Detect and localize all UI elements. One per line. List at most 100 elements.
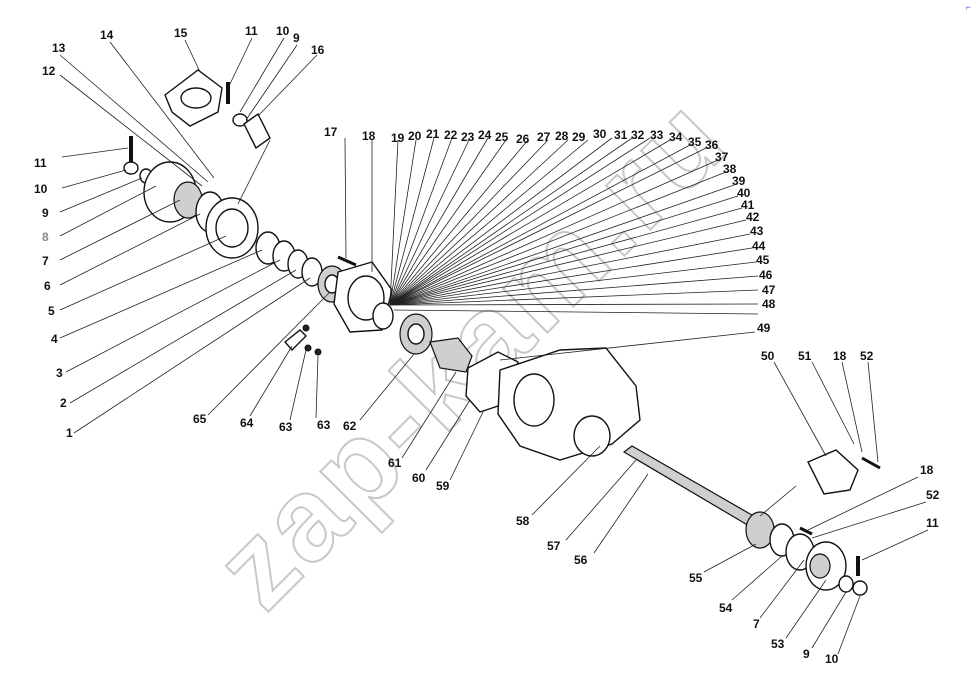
label-33: 33	[650, 128, 664, 142]
right-small-bolt	[799, 526, 813, 536]
label-16: 16	[311, 43, 325, 57]
label-10-left: 10	[34, 182, 48, 196]
label-63-left: 63	[279, 420, 293, 434]
label-59: 59	[436, 479, 450, 493]
label-36: 36	[705, 138, 719, 152]
label-61: 61	[388, 456, 402, 470]
label-48: 48	[762, 297, 776, 311]
label-45: 45	[756, 253, 770, 267]
label-49: 49	[757, 321, 771, 335]
housing-bolt-part	[337, 255, 357, 267]
right-flange-hub	[809, 553, 831, 579]
label-43: 43	[750, 224, 764, 238]
corner-mark: ⌐	[965, 2, 971, 12]
label-11-left: 11	[34, 156, 47, 170]
pinion-bearing-bore	[407, 323, 425, 345]
label-13: 13	[52, 41, 66, 55]
label-22: 22	[444, 128, 458, 142]
right-washer-part	[838, 575, 854, 593]
label-63-right: 63	[317, 418, 331, 432]
housing-output-seal	[573, 415, 611, 457]
label-9-right: 9	[803, 647, 810, 661]
label-3: 3	[56, 366, 63, 380]
label-12: 12	[42, 64, 56, 78]
label-50: 50	[761, 349, 775, 363]
label-52-right-top: 52	[860, 349, 874, 363]
label-34: 34	[669, 130, 683, 144]
fitting-part	[283, 329, 307, 352]
label-10-right: 10	[825, 652, 839, 666]
label-18-right-top: 18	[833, 349, 847, 363]
top-cover-hole	[180, 87, 212, 109]
label-44: 44	[752, 239, 766, 253]
label-10-top: 10	[276, 24, 290, 38]
label-18-top: 18	[362, 129, 376, 143]
left-nut-part	[123, 161, 139, 175]
label-51: 51	[798, 349, 812, 363]
label-65: 65	[193, 412, 207, 426]
label-37: 37	[715, 150, 729, 164]
label-19: 19	[391, 131, 405, 145]
label-5: 5	[48, 304, 55, 318]
label-52-right: 52	[926, 488, 940, 502]
label-8: 8	[42, 230, 49, 244]
small-nut-part-2	[304, 344, 312, 352]
bearing-cap-bore	[215, 208, 249, 248]
label-57: 57	[547, 539, 561, 553]
label-24: 24	[478, 128, 492, 142]
label-38: 38	[723, 162, 737, 176]
label-64: 64	[240, 416, 254, 430]
label-17: 17	[324, 125, 338, 139]
pinion-gear-part	[429, 337, 473, 373]
label-62: 62	[343, 419, 357, 433]
small-nut-part	[302, 324, 310, 332]
label-7-left: 7	[42, 254, 49, 268]
label-6: 6	[44, 279, 51, 293]
label-54: 54	[719, 601, 733, 615]
label-56: 56	[574, 553, 588, 567]
label-1: 1	[66, 426, 73, 440]
label-32: 32	[631, 128, 645, 142]
shaft-part	[622, 445, 765, 531]
label-47: 47	[762, 283, 776, 297]
right-cover-part	[807, 449, 859, 495]
label-29: 29	[572, 130, 586, 144]
label-9-left: 9	[42, 206, 49, 220]
label-15: 15	[174, 26, 188, 40]
label-11-top: 11	[245, 24, 258, 38]
label-2: 2	[60, 396, 67, 410]
label-40: 40	[737, 186, 751, 200]
label-9-top: 9	[293, 31, 300, 45]
label-42: 42	[746, 210, 760, 224]
housing-seal-ring	[372, 302, 394, 330]
label-55: 55	[689, 571, 703, 585]
label-60: 60	[412, 471, 426, 485]
label-18-right: 18	[920, 463, 934, 477]
label-25: 25	[495, 130, 509, 144]
part-number-labels: 1 2 3 4 5 6 7 8 9 10 11 12 13 14 15 11 1…	[34, 24, 940, 666]
label-28: 28	[555, 129, 569, 143]
housing-cavity	[513, 373, 555, 427]
top-sleeve-part	[243, 112, 271, 150]
label-7-right: 7	[753, 617, 760, 631]
leader-lines	[59, 37, 929, 655]
label-27: 27	[537, 130, 551, 144]
right-cover-bolt	[861, 456, 881, 470]
label-41: 41	[741, 198, 755, 212]
label-20: 20	[408, 129, 422, 143]
watermark: zap-kam.ru	[190, 71, 752, 633]
label-4: 4	[51, 332, 58, 346]
parts-drawing	[123, 69, 881, 596]
label-46: 46	[759, 268, 773, 282]
right-nut-part	[852, 580, 868, 596]
label-21: 21	[426, 127, 440, 141]
small-nut-part-3	[314, 348, 322, 356]
label-58: 58	[516, 514, 530, 528]
label-11-right: 11	[926, 516, 939, 530]
label-23: 23	[461, 130, 475, 144]
label-35: 35	[688, 135, 702, 149]
label-30: 30	[593, 127, 607, 141]
label-14: 14	[100, 28, 114, 42]
